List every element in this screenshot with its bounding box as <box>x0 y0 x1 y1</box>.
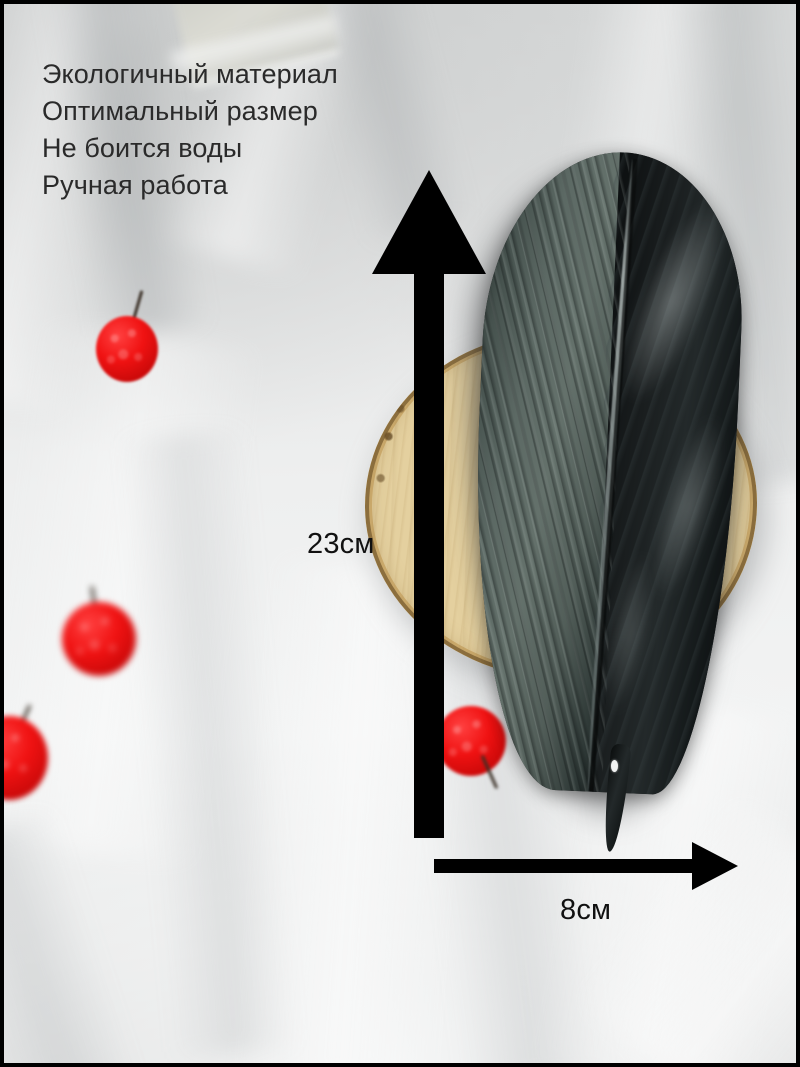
width-dimension-label: 8см <box>560 894 612 926</box>
height-arrow <box>372 170 486 838</box>
benefit-line-1: Экологичный материал <box>42 59 338 89</box>
height-dimension-label: 23см <box>307 528 375 560</box>
photo-background: Экологичный материал Оптимальный размер … <box>4 4 796 1063</box>
feather-hanging-hole <box>611 760 618 772</box>
arrow-shaft <box>414 266 444 838</box>
feather-dish <box>459 144 749 853</box>
benefit-line-4: Ручная работа <box>42 170 228 200</box>
cherry-decoration <box>96 290 158 382</box>
arrow-shaft <box>434 859 696 873</box>
cherry-decoration <box>62 585 136 676</box>
cherry-body <box>96 316 158 382</box>
benefit-line-2: Оптимальный размер <box>42 96 318 126</box>
arrow-right-icon <box>692 842 738 890</box>
benefits-list: Экологичный материал Оптимальный размер … <box>42 56 482 204</box>
benefit-line-3: Не боится воды <box>42 133 243 163</box>
width-arrow <box>434 842 738 890</box>
feather-vane <box>463 146 749 798</box>
cherry-sugar-texture <box>62 602 136 676</box>
cherry-body <box>62 602 136 676</box>
cherry-sugar-texture <box>96 316 158 382</box>
arrow-up-icon <box>372 170 486 274</box>
